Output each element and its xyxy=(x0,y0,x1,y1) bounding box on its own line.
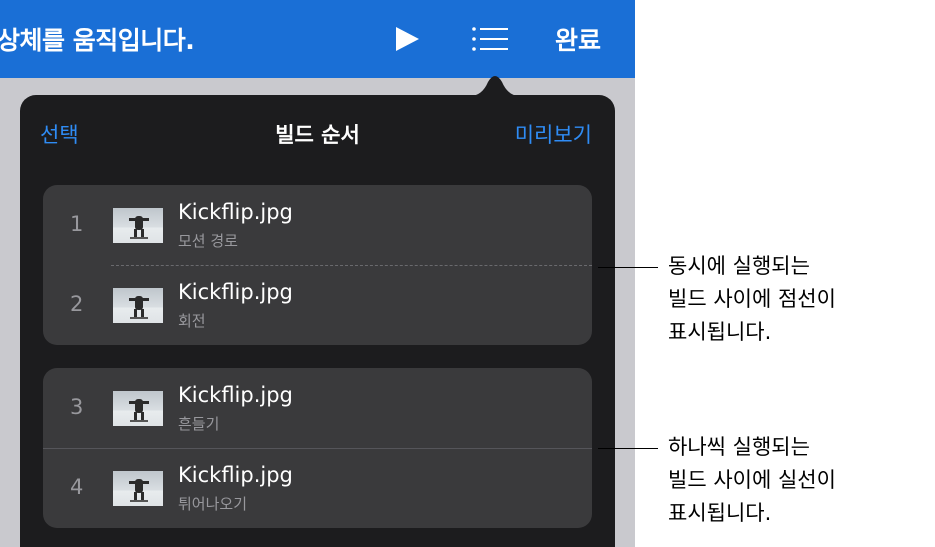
callout-leader-line xyxy=(598,448,658,449)
callout-line-text: 표시됩니다. xyxy=(668,501,772,525)
build-effect-name: 튀어나오기 xyxy=(178,495,248,513)
callout-line-text: 하나씩 실행되는 xyxy=(668,435,810,459)
toolbar: 상체를 움직입니다. 완료 xyxy=(0,0,635,78)
select-button[interactable]: 선택 xyxy=(40,123,79,147)
callout-line-text: 빌드 사이에 점선이 xyxy=(668,287,836,311)
kickflip-thumbnail xyxy=(113,471,163,506)
build-order-popover: 선택 빌드 순서 미리보기 1 Kickflip.jpg 모션 경로 2 Kic… xyxy=(20,95,615,547)
build-effect-name: 모션 경로 xyxy=(178,232,238,250)
callout-line-text: 빌드 사이에 실선이 xyxy=(668,468,836,492)
build-object-name: Kickflip.jpg xyxy=(178,463,293,487)
build-object-name: Kickflip.jpg xyxy=(178,280,293,304)
build-object-name: Kickflip.jpg xyxy=(178,200,293,224)
callout-line-text: 표시됩니다. xyxy=(668,320,772,344)
build-number: 4 xyxy=(70,475,84,499)
dotted-separator xyxy=(111,265,592,266)
callout-dotted-explanation: 동시에 실행되는 빌드 사이에 점선이 표시됩니다. xyxy=(668,250,836,349)
done-button[interactable]: 완료 xyxy=(555,26,602,55)
build-number: 1 xyxy=(70,212,84,236)
build-group-sequential: 3 Kickflip.jpg 흔들기 4 Kickflip.jpg 튀어나오기 xyxy=(43,368,592,528)
callout-line-text: 동시에 실행되는 xyxy=(668,254,810,278)
callout-leader-line xyxy=(598,267,658,268)
build-effect-name: 흔들기 xyxy=(178,415,220,433)
preview-button[interactable]: 미리보기 xyxy=(514,123,592,147)
kickflip-thumbnail xyxy=(113,208,163,243)
play-icon[interactable] xyxy=(393,25,421,53)
popover-title: 빌드 순서 xyxy=(275,123,360,147)
kickflip-thumbnail xyxy=(113,391,163,426)
kickflip-thumbnail xyxy=(113,288,163,323)
build-group-simultaneous: 1 Kickflip.jpg 모션 경로 2 Kickflip.jpg 회전 xyxy=(43,185,592,345)
build-row[interactable]: 4 Kickflip.jpg 튀어나오기 xyxy=(43,448,592,528)
popover-arrow xyxy=(470,76,520,96)
callout-solid-explanation: 하나씩 실행되는 빌드 사이에 실선이 표시됩니다. xyxy=(668,431,836,530)
build-row[interactable]: 2 Kickflip.jpg 회전 xyxy=(43,265,592,345)
build-number: 2 xyxy=(70,292,84,316)
build-effect-name: 회전 xyxy=(178,312,206,330)
ipad-screen: 상체를 움직입니다. 완료 선택 빌드 순서 미리보기 1 Kickflip xyxy=(0,0,635,547)
build-object-name: Kickflip.jpg xyxy=(178,383,293,407)
build-row[interactable]: 3 Kickflip.jpg 흔들기 xyxy=(43,368,592,448)
solid-separator xyxy=(43,448,592,449)
build-number: 3 xyxy=(70,395,84,419)
toolbar-title: 상체를 움직입니다. xyxy=(0,26,195,55)
build-row[interactable]: 1 Kickflip.jpg 모션 경로 xyxy=(43,185,592,265)
list-icon[interactable] xyxy=(470,25,510,53)
